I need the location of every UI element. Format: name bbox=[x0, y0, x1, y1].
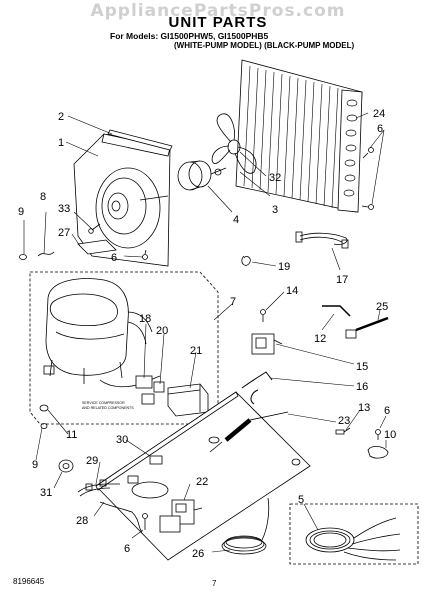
base-plate bbox=[95, 391, 311, 561]
screw-icon bbox=[361, 204, 374, 210]
clip bbox=[241, 255, 251, 266]
page-number: 7 bbox=[212, 579, 217, 588]
fan-motor bbox=[177, 160, 227, 191]
relay bbox=[135, 375, 165, 405]
pump bbox=[159, 499, 203, 533]
models-note: (WHITE-PUMP MODEL) (BLACK-PUMP MODEL) bbox=[174, 41, 355, 50]
callout-6b: 6 bbox=[111, 252, 117, 264]
screw-icon bbox=[142, 513, 148, 530]
callout-29: 29 bbox=[86, 455, 98, 467]
callout-32: 32 bbox=[269, 172, 281, 184]
callout-30: 30 bbox=[116, 434, 128, 446]
screw-icon bbox=[88, 223, 101, 234]
callout-26: 26 bbox=[192, 548, 204, 560]
callout-6c: 6 bbox=[384, 405, 390, 417]
callout-17: 17 bbox=[336, 274, 348, 286]
bracket bbox=[241, 371, 273, 405]
wire-harness bbox=[77, 479, 143, 533]
page-title: UNIT PARTS bbox=[168, 14, 268, 31]
screw-icon bbox=[362, 147, 374, 159]
compressor bbox=[43, 278, 161, 388]
callout-6d: 6 bbox=[124, 543, 130, 555]
callout-16: 16 bbox=[356, 381, 368, 393]
callout-10: 10 bbox=[384, 429, 396, 441]
wire-harness bbox=[295, 231, 349, 249]
fitting bbox=[335, 427, 351, 435]
gasket-strip bbox=[107, 129, 173, 151]
screw-icon bbox=[260, 309, 266, 322]
fan-shroud bbox=[73, 133, 171, 267]
tubing bbox=[322, 305, 351, 317]
wire-clip bbox=[37, 251, 55, 257]
callout-11: 11 bbox=[66, 429, 77, 441]
callout-28: 28 bbox=[76, 515, 88, 527]
gasket bbox=[77, 239, 117, 255]
cover bbox=[167, 383, 209, 417]
hose-kit bbox=[289, 503, 419, 565]
foot bbox=[58, 459, 74, 473]
callout-9: 9 bbox=[18, 206, 24, 218]
callout-9b: 9 bbox=[32, 459, 38, 471]
callout-1: 1 bbox=[58, 137, 64, 149]
callout-24: 24 bbox=[373, 108, 385, 120]
callout-12: 12 bbox=[314, 333, 326, 345]
callout-7: 7 bbox=[230, 296, 236, 308]
grommet bbox=[19, 254, 27, 260]
inset-text-line1: SERVICE COMPRESSOR bbox=[82, 401, 125, 405]
callout-25: 25 bbox=[376, 301, 388, 313]
callout-18: 18 bbox=[139, 313, 151, 325]
fan-blade bbox=[211, 113, 257, 174]
callout-13: 13 bbox=[358, 402, 370, 414]
callout-22: 22 bbox=[196, 476, 208, 488]
callout-33: 33 bbox=[58, 203, 70, 215]
water-valve bbox=[251, 333, 283, 355]
callout-14: 14 bbox=[286, 285, 298, 297]
callout-15: 15 bbox=[356, 361, 368, 373]
drain-tube bbox=[221, 497, 270, 555]
callout-2: 2 bbox=[58, 111, 64, 123]
grommet bbox=[40, 423, 48, 429]
callout-3: 3 bbox=[272, 204, 278, 216]
inset-text-line2: AND RELATED COMPONENTS bbox=[82, 406, 134, 410]
watermark: AppliancePartsPros.com bbox=[90, 1, 346, 21]
callout-31: 31 bbox=[40, 487, 52, 499]
callout-8: 8 bbox=[40, 191, 46, 203]
callout-5: 5 bbox=[298, 494, 304, 506]
screw-icon bbox=[375, 429, 381, 440]
grommet bbox=[39, 404, 49, 412]
callout-21: 21 bbox=[190, 345, 202, 357]
callout-6: 6 bbox=[377, 123, 383, 135]
drier-tube bbox=[209, 411, 289, 453]
callout-4: 4 bbox=[233, 214, 239, 226]
callout-27: 27 bbox=[58, 227, 70, 239]
models-line: For Models: GI1500PHW5, GI1500PHB5 bbox=[110, 31, 269, 41]
condenser bbox=[235, 59, 363, 213]
document-number: 8196645 bbox=[13, 577, 45, 586]
callout-19: 19 bbox=[278, 261, 290, 273]
callout-23: 23 bbox=[338, 415, 350, 427]
grommet bbox=[367, 446, 389, 459]
callout-20: 20 bbox=[156, 325, 168, 337]
connector bbox=[345, 316, 389, 339]
